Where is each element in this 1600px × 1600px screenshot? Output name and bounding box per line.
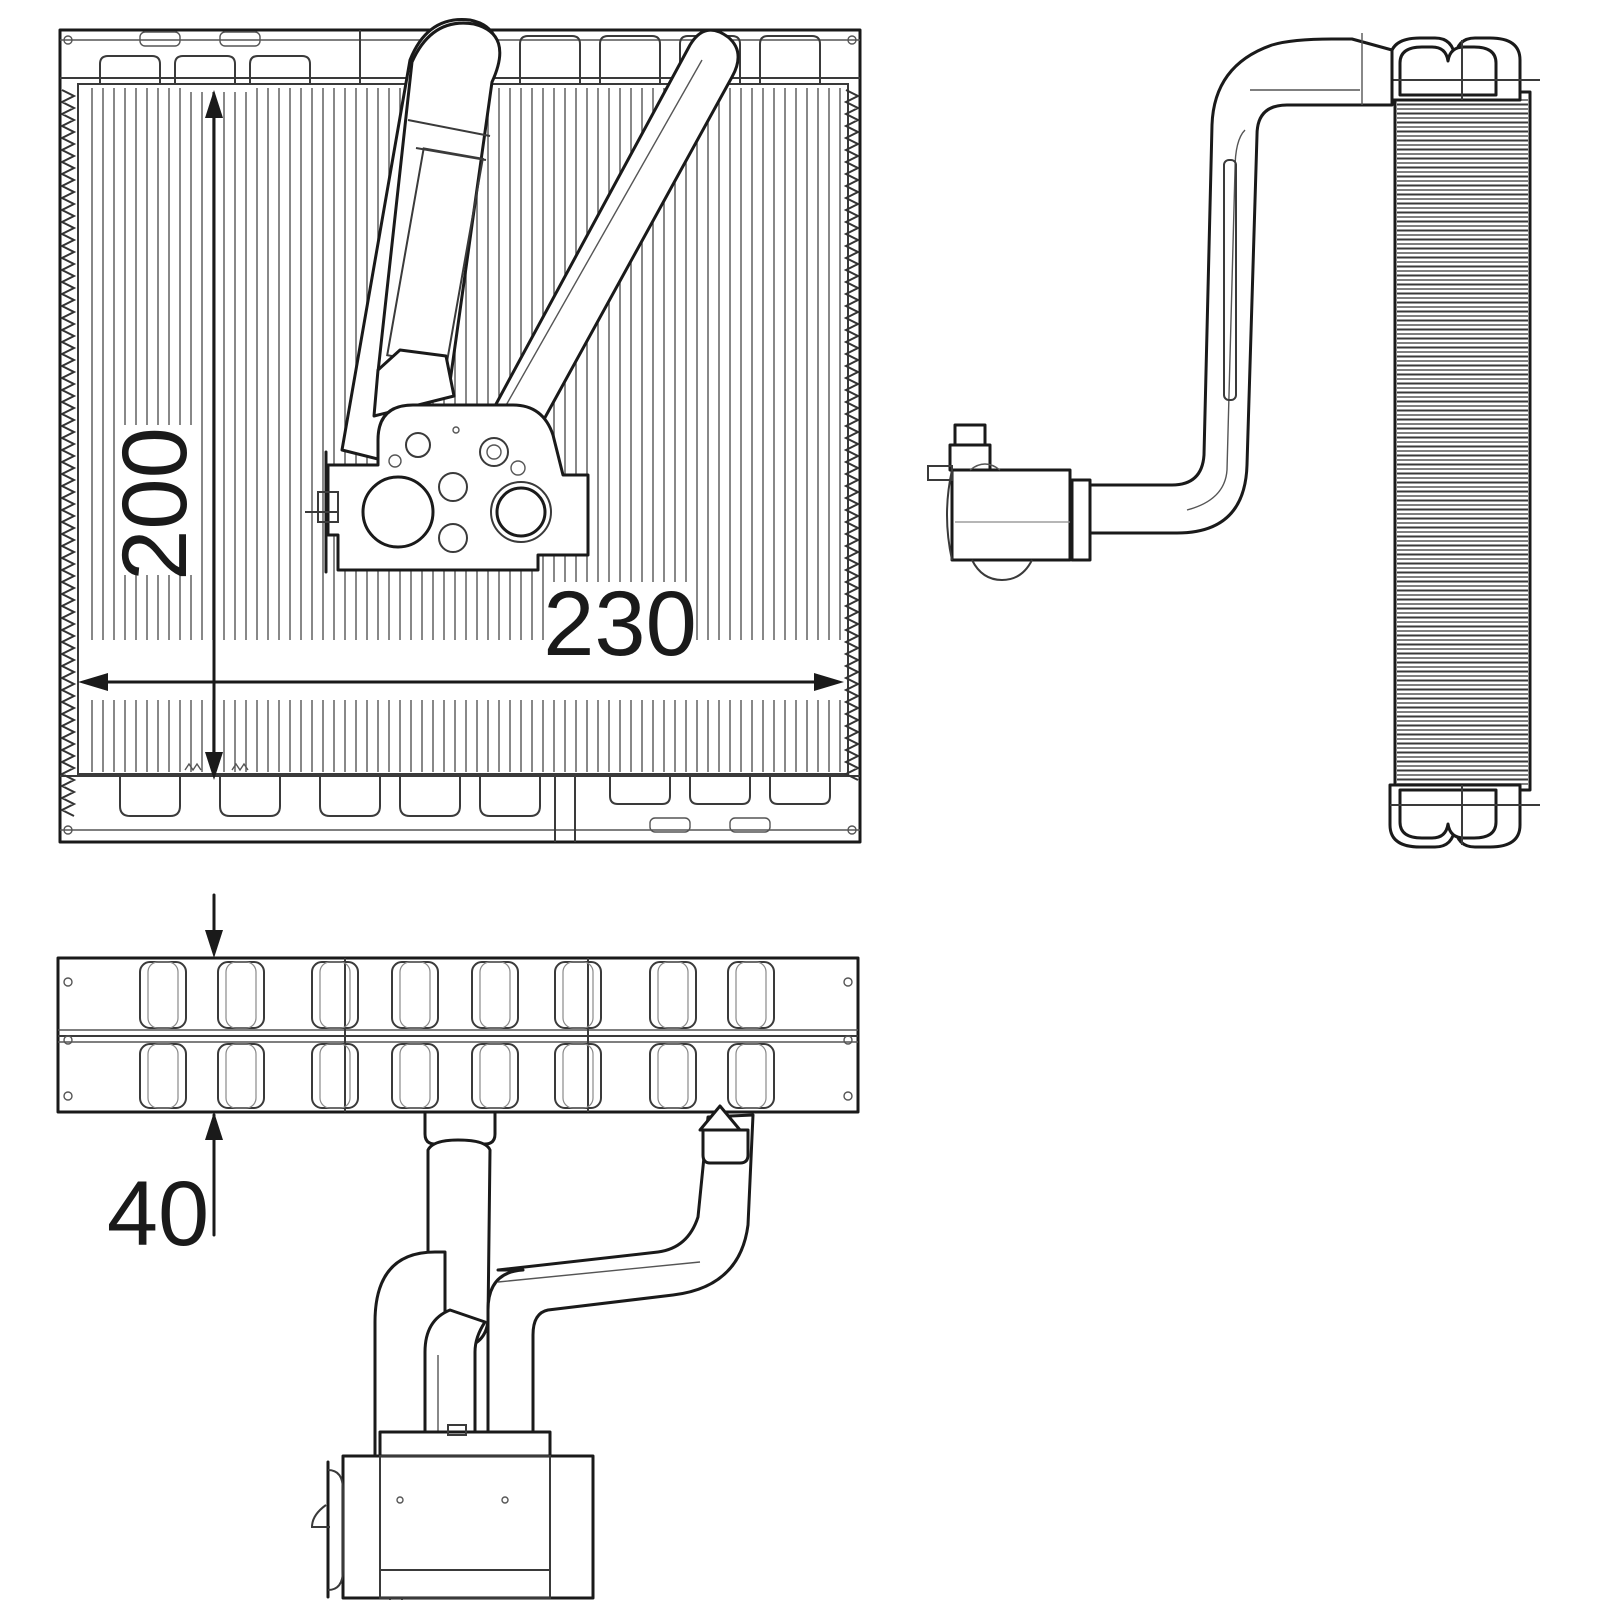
- tube-outline: [657, 1043, 689, 1109]
- tube-outline: [139, 961, 187, 1029]
- front-expansion-valve: [305, 403, 590, 574]
- side-view: [927, 33, 1540, 849]
- tube-outline: [562, 1043, 594, 1109]
- front-suction-pipe: [372, 21, 502, 418]
- tube-outline: [139, 1043, 187, 1109]
- bottom-view-expansion-valve: [310, 1424, 595, 1600]
- bottom-view-tubes: [139, 961, 775, 1109]
- tube-outline: [311, 961, 359, 1029]
- tube-outline: [471, 961, 519, 1029]
- tube-outline: [471, 1043, 519, 1109]
- tube-outline: [735, 961, 767, 1029]
- side-view-bottom-headers: [1388, 783, 1540, 849]
- tube-outline: [225, 1043, 257, 1109]
- height-value: 200: [104, 427, 206, 581]
- bottom-view: [56, 956, 860, 1600]
- tube-outline: [649, 961, 697, 1029]
- front-view: [58, 18, 862, 844]
- depth-dimension: 40: [107, 893, 223, 1265]
- tube-outline: [554, 961, 602, 1029]
- tube-outline: [479, 1043, 511, 1109]
- front-liquid-pipe: [473, 28, 740, 465]
- tube-outline: [147, 1043, 179, 1109]
- tube-outline: [727, 961, 775, 1029]
- tube-outline: [217, 961, 265, 1029]
- width-value: 230: [543, 573, 697, 675]
- left-side-fins: [59, 89, 77, 817]
- width-dimension: 230: [78, 573, 844, 691]
- tube-outline: [554, 1043, 602, 1109]
- tube-outline: [735, 1043, 767, 1109]
- tube-outline: [319, 961, 351, 1029]
- depth-value: 40: [107, 1163, 209, 1265]
- right-side-fins: [843, 89, 861, 781]
- tube-outline: [657, 961, 689, 1029]
- tube-outline: [391, 961, 439, 1029]
- side-view-expansion-valve: [927, 423, 1092, 582]
- tube-outline: [562, 961, 594, 1029]
- tube-outline: [399, 1043, 431, 1109]
- tube-outline: [479, 961, 511, 1029]
- tube-outline: [399, 961, 431, 1029]
- side-view-top-headers: [1388, 36, 1540, 102]
- side-view-pipe: [1085, 33, 1394, 535]
- tube-outline: [225, 961, 257, 1029]
- tube-outline: [391, 1043, 439, 1109]
- tube-outline: [649, 1043, 697, 1109]
- tube-outline: [217, 1043, 265, 1109]
- height-dimension: 200: [104, 90, 223, 780]
- front-bottom-tank: [60, 775, 860, 842]
- side-view-fins: [1397, 99, 1528, 785]
- tube-outline: [147, 961, 179, 1029]
- tube-outline: [727, 1043, 775, 1109]
- tube-outline: [319, 1043, 351, 1109]
- tube-outline: [311, 1043, 359, 1109]
